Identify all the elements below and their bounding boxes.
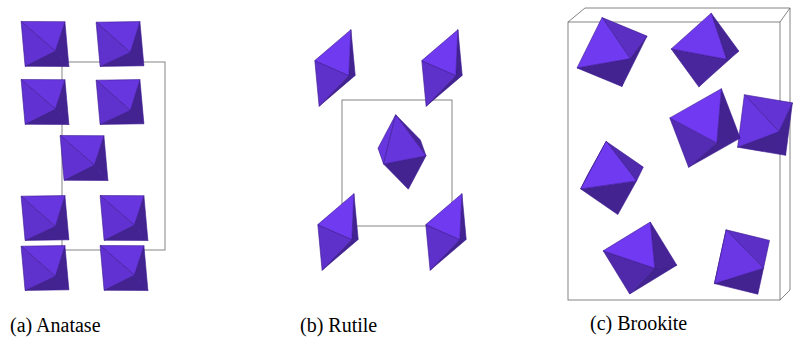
octahedron-face [670,89,722,143]
panel-caption: (b) Rutile [300,314,377,337]
unit-cell [568,8,790,300]
octahedron-face [738,95,779,148]
unit-cell [342,100,452,226]
octahedron-face [581,141,637,189]
octahedron-face [100,196,134,241]
octahedron-face [577,18,630,68]
octahedron-face [21,22,55,67]
octahedron-face [422,30,458,76]
octahedron-face [100,246,134,291]
unit-cell [780,8,790,22]
octahedron-face [315,30,351,76]
octahedron-face [318,194,354,240]
octahedron-face [603,222,655,268]
octahedron-face [384,115,426,164]
octahedron-face [21,80,55,125]
octahedron-face [96,80,130,124]
octahedron-face [96,22,130,66]
octahedron-face [671,13,726,59]
octahedron-face [60,136,94,181]
panel-caption: (a) Anatase [10,314,101,337]
panel-caption: (c) Brookite [590,312,687,335]
octahedron-face [21,196,55,240]
octahedron-face [21,246,55,290]
octahedron-face [715,230,764,284]
octahedron-face [426,194,462,240]
